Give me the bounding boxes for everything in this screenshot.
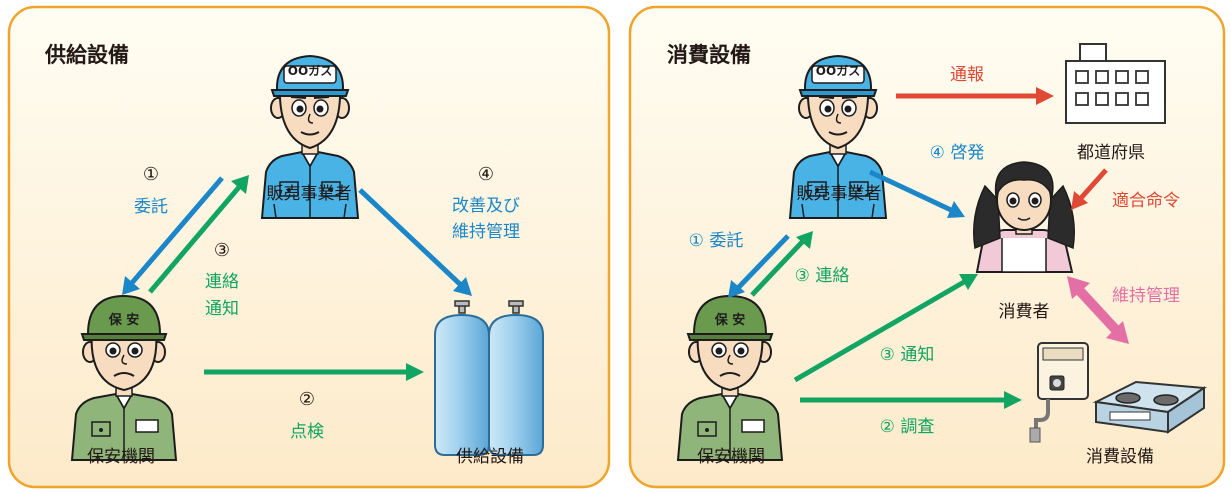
step1-number: ① xyxy=(143,164,159,185)
notify-label: ③ 通知 xyxy=(880,345,935,365)
consumer-illustration xyxy=(973,161,1075,273)
step3-label-1: 連絡 xyxy=(205,272,239,292)
step1-label: 委託 xyxy=(134,197,168,217)
gas-cylinder-icon xyxy=(434,300,490,456)
water-heater-icon xyxy=(1029,342,1089,443)
arrow-entrust xyxy=(122,176,224,295)
building-icon xyxy=(1065,43,1166,124)
arrow-survey xyxy=(800,391,1022,409)
step3-label-2: 通知 xyxy=(205,299,239,319)
step4-label-2: 維持管理 xyxy=(452,222,520,242)
maintenance-label: 維持管理 xyxy=(1112,286,1180,306)
arrow-notify xyxy=(793,274,978,383)
dealer-label: 販売事業者 xyxy=(267,184,352,204)
dealer-label: 販売事業者 xyxy=(797,184,882,204)
consumption-equipment-label: 消費設備 xyxy=(1086,447,1154,467)
awareness-label: ④ 啓発 xyxy=(930,143,985,163)
survey-label: ② 調査 xyxy=(880,417,935,437)
gas-cylinder-icon xyxy=(488,300,544,456)
cap-label: OOガス xyxy=(816,63,860,78)
arrow-report xyxy=(896,87,1054,105)
step2-label: 点検 xyxy=(290,422,324,442)
cap-label: OOガス xyxy=(288,63,332,78)
contact-label: ③ 連絡 xyxy=(795,266,850,286)
prefecture-label: 都道府県 xyxy=(1077,143,1145,163)
safety-org-label: 保安機関 xyxy=(697,447,765,467)
step4-label-1: 改善及び xyxy=(452,196,520,216)
safety-org-label: 保安機関 xyxy=(87,447,155,467)
arrow-entrust xyxy=(728,234,790,298)
report-label: 通報 xyxy=(950,65,984,85)
arrow-contact xyxy=(750,231,813,297)
step4-number: ④ xyxy=(478,164,494,185)
arrow-compliance-order xyxy=(1071,168,1108,210)
step2-number: ② xyxy=(299,389,315,410)
arrow-contact-notify xyxy=(148,175,249,294)
arrow-inspect xyxy=(204,363,424,381)
helmet-label: 保 安 xyxy=(108,312,140,328)
panel-title-supply: 供給設備 xyxy=(44,43,129,67)
panel-title-consumption: 消費設備 xyxy=(667,43,751,67)
step3-number: ③ xyxy=(214,240,230,261)
arrow-improve-maintain xyxy=(358,188,472,296)
compliance-order-label: 適合命令 xyxy=(1112,191,1180,211)
helmet-label: 保 安 xyxy=(714,312,746,328)
consumer-label: 消費者 xyxy=(999,302,1050,322)
arrow-awareness xyxy=(868,169,965,218)
supply-equipment-label: 供給設備 xyxy=(456,447,524,467)
gas-stove-icon xyxy=(1092,380,1207,434)
entrust-label: ① 委託 xyxy=(689,231,744,251)
arrow-maintenance xyxy=(1067,276,1129,344)
